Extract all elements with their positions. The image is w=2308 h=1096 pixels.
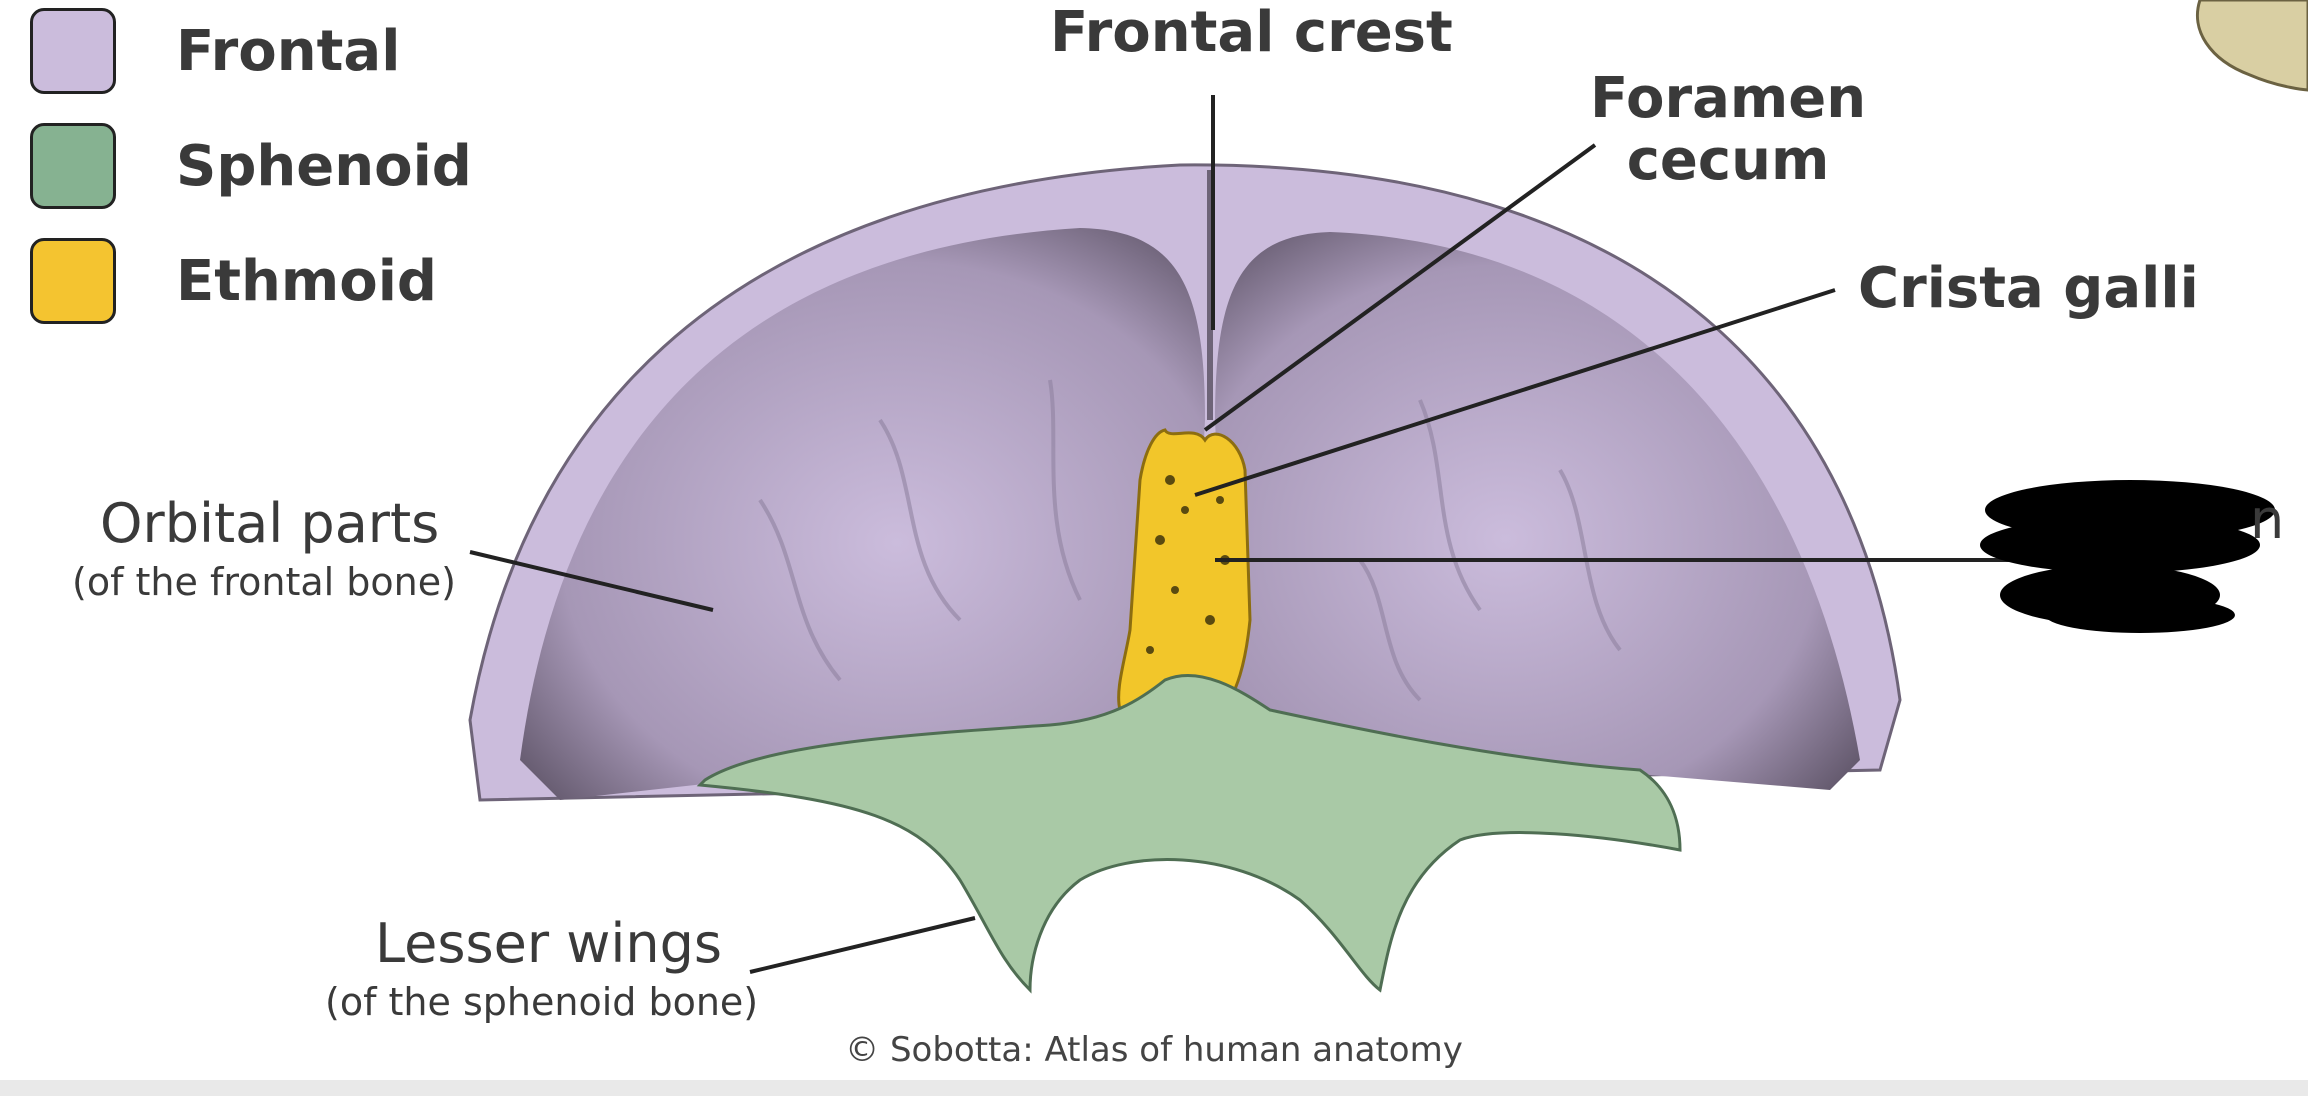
ethmoid-foramina xyxy=(1146,475,1230,654)
label-lesser-wings-sub: (of the sphenoid bone) xyxy=(325,980,759,1024)
sphenoid-lesser-wings xyxy=(696,674,1682,994)
bottom-bar xyxy=(0,1080,2308,1096)
copyright-text: © Sobotta: Atlas of human anatomy xyxy=(845,1030,1463,1070)
legend-item-ethmoid: Ethmoid xyxy=(30,238,437,324)
redaction-scribble xyxy=(1980,480,2275,633)
label-orbital-parts: Orbital parts xyxy=(100,492,440,555)
label-frontal-crest: Frontal crest xyxy=(1050,0,1453,65)
right-orbital-part xyxy=(1215,232,1860,790)
label-foramen-line2: cecum xyxy=(1626,127,1830,193)
legend-swatch-ethmoid xyxy=(30,238,116,324)
label-redacted-fragment: n xyxy=(2250,488,2285,551)
label-foramen-cecum: Foramen cecum xyxy=(1590,68,1866,191)
legend-label-frontal: Frontal xyxy=(176,18,401,84)
label-crista-galli: Crista galli xyxy=(1858,256,2199,321)
legend-swatch-frontal xyxy=(30,8,116,94)
legend-item-frontal: Frontal xyxy=(30,8,400,94)
corner-skull-fragment xyxy=(2195,0,2308,92)
legend-label-sphenoid: Sphenoid xyxy=(176,133,472,199)
left-orbital-part xyxy=(520,228,1205,800)
legend-label-ethmoid: Ethmoid xyxy=(176,248,437,314)
label-foramen-line1: Foramen xyxy=(1590,66,1867,131)
label-lesser-wings: Lesser wings xyxy=(375,912,723,975)
legend-swatch-sphenoid xyxy=(30,123,116,209)
legend-item-sphenoid: Sphenoid xyxy=(30,123,472,209)
leader-lines xyxy=(469,95,2020,974)
label-orbital-parts-sub: (of the frontal bone) xyxy=(72,560,456,604)
